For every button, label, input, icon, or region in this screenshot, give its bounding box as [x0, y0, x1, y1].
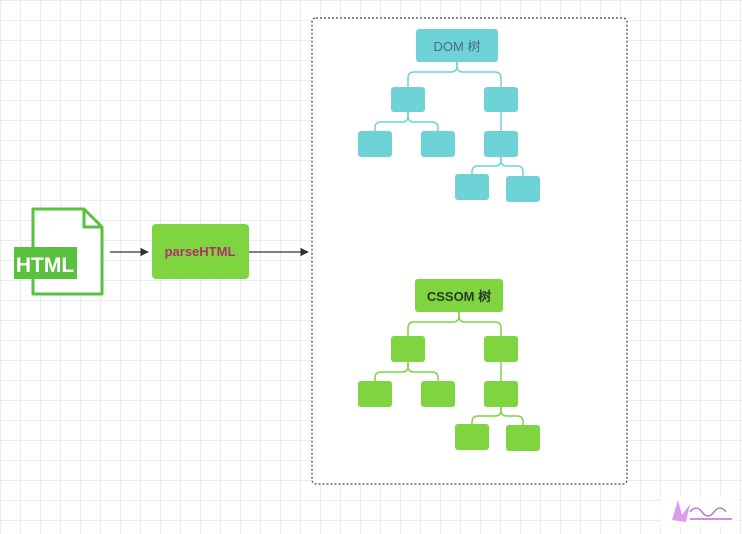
cssom-node — [455, 424, 489, 450]
html-file-icon: HTML — [14, 207, 104, 296]
dom-node — [358, 131, 392, 157]
cssom-node — [506, 425, 540, 451]
dom-root-node — [416, 29, 498, 62]
cssom-node — [391, 336, 425, 362]
output-container — [311, 17, 628, 485]
cssom-node — [421, 381, 455, 407]
watermark-logo — [660, 497, 738, 527]
dom-node — [455, 174, 489, 200]
parsehtml-process-box: parseHTML — [152, 224, 249, 279]
dom-tree-title: DOM 树 — [434, 39, 481, 54]
dom-node — [484, 131, 518, 157]
cssom-root-node — [415, 279, 503, 312]
cssom-node — [358, 381, 392, 407]
dom-node — [506, 176, 540, 202]
parsehtml-label: parseHTML — [165, 244, 236, 259]
cssom-tree: CSSOM 树 — [358, 279, 540, 451]
dom-tree: DOM 树 — [358, 29, 540, 202]
cssom-tree-title: CSSOM 树 — [427, 289, 491, 304]
dom-tree-edges — [374, 62, 524, 176]
dom-node — [391, 87, 425, 112]
cssom-node — [484, 336, 518, 362]
html-file-label: HTML — [16, 254, 74, 277]
dom-node — [484, 87, 518, 112]
cssom-tree-edges — [374, 312, 524, 425]
dom-node — [421, 131, 455, 157]
html-file-label-bg — [14, 247, 77, 279]
cssom-node — [484, 381, 518, 407]
